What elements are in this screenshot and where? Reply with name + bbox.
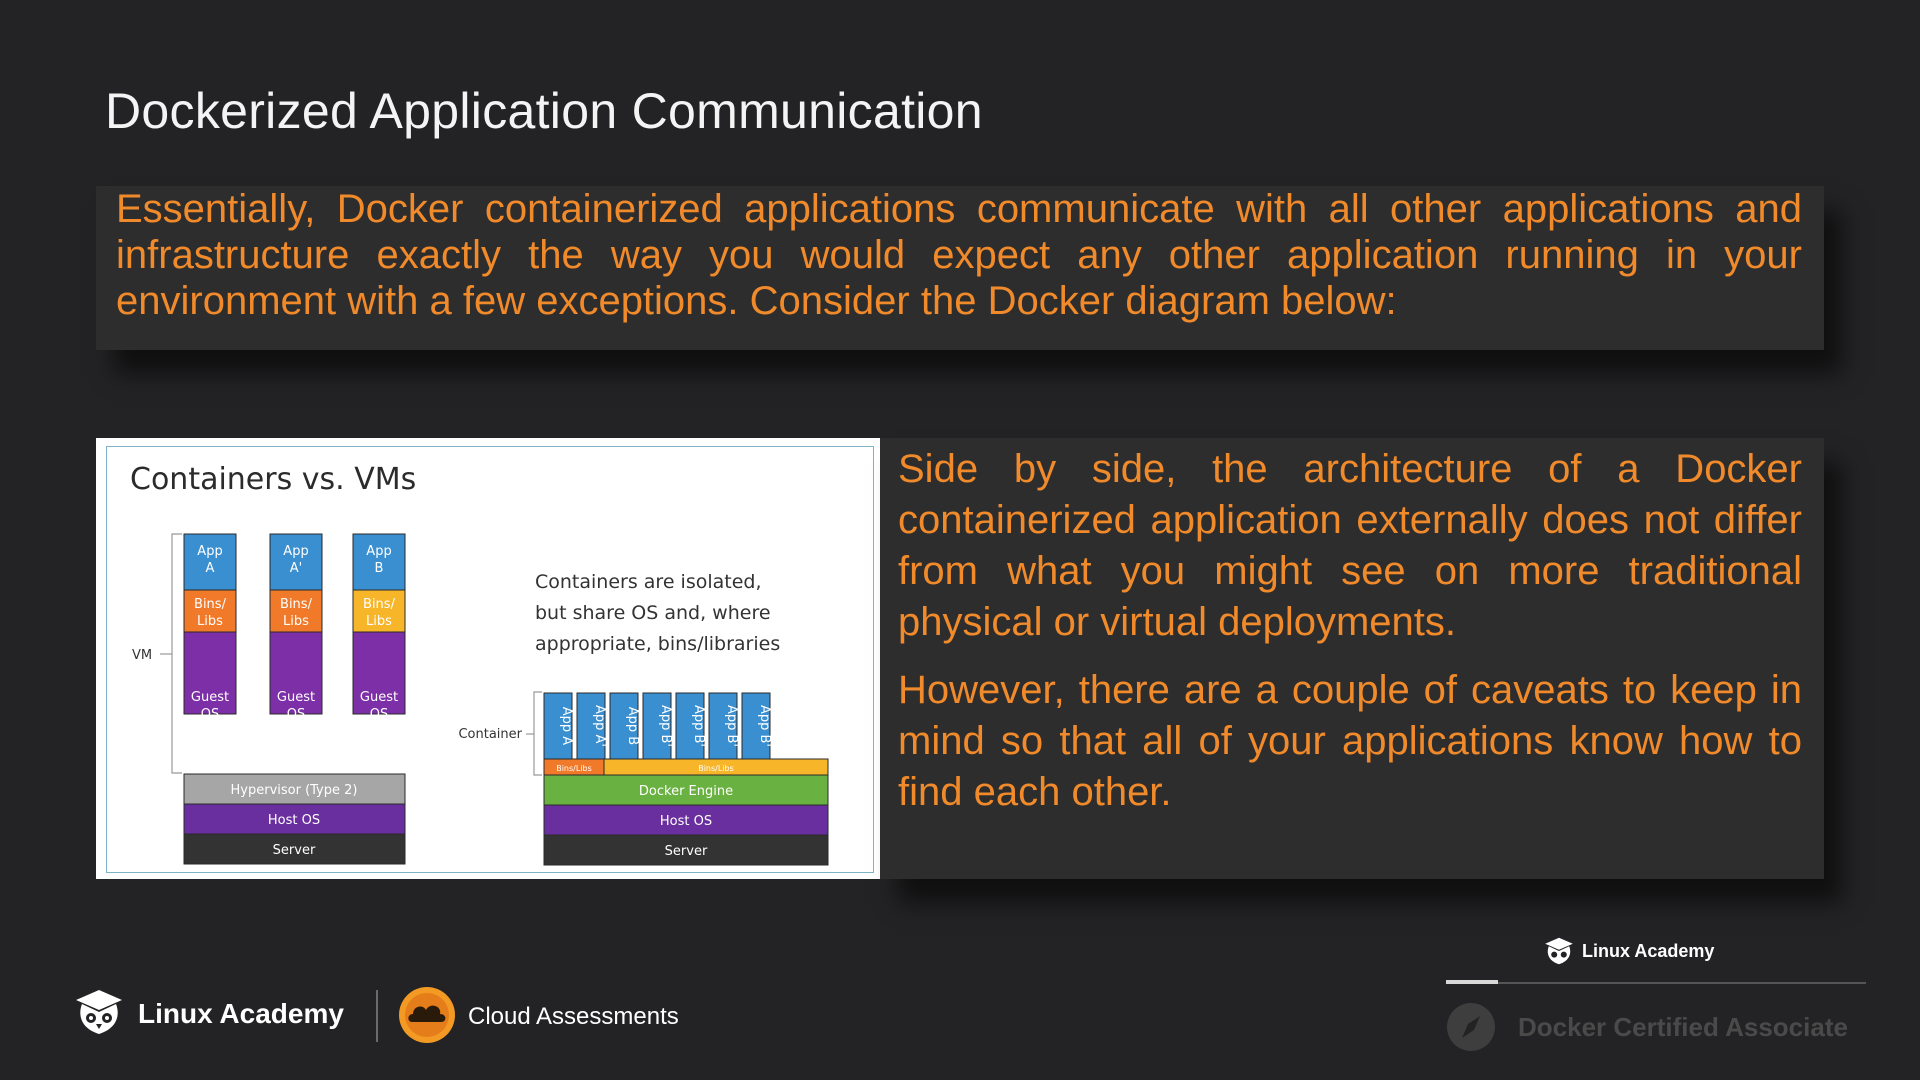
vm-app-label: B [375,561,384,576]
container-app-block [642,692,672,760]
vm-guest-label: OS [287,707,305,722]
container-app-label: App B' [691,705,706,747]
diagram-caption-line: appropriate, bins/libraries [535,633,780,655]
diagram-frame [106,446,874,873]
footer-product: Cloud Assessments [468,1003,679,1030]
vm-guest-os-block [183,631,237,715]
diagram-caption-line: Containers are isolated, [535,571,762,593]
docker-engine-label: Docker Engine [639,784,733,799]
container-app-label: App A' [592,705,607,747]
vm-bins-label: Bins/ [194,597,227,612]
explanation-paragraph-2: However, there are a couple of caveats t… [898,668,1802,814]
vm-guest-label: Guest [360,690,398,705]
vm-label: VM [132,648,152,663]
vm-app-label: App [197,544,222,559]
vm-server-block [183,833,406,865]
container-app-block [609,692,639,760]
nav-progress-track [1446,982,1866,984]
container-bracket [533,691,542,776]
intro-text: Essentially, Docker containerized applic… [116,187,1802,323]
container-app-block [543,692,573,760]
diagram-title: Containers vs. VMs [130,462,416,497]
vm-app-label: App [366,544,391,559]
vm-bins-block [183,589,237,633]
container-app-block [576,692,606,760]
vm-bins-block [352,589,406,633]
vm-guest-os-block [352,631,406,715]
container-app-label: App B' [757,705,772,747]
vm-app-label: A [206,561,215,576]
vm-guest-label: Guest [191,690,229,705]
container-app-label: App B' [724,705,739,747]
cloud-assessments-icon [399,987,455,1043]
compass-icon [1447,1003,1495,1051]
container-app-label: App B [625,707,640,745]
container-server-block [543,834,829,866]
vm-guest-os-block [269,631,323,715]
vm-hypervisor-block [183,773,406,805]
vm-app-label: App [283,544,308,559]
vm-bracket [171,533,182,774]
vm-host-os-label: Host OS [268,813,320,828]
container-server-label: Server [665,844,708,859]
container-app-block [708,692,738,760]
vm-server-label: Server [273,843,316,858]
footer-divider [376,990,378,1042]
nav-progress-indicator [1446,980,1498,984]
vm-bins-label: Bins/ [280,597,313,612]
nav-owl-icon [1545,937,1573,965]
container-app-block [741,692,771,760]
container-host-os-label: Host OS [660,814,712,829]
footer-brand: Linux Academy [138,998,344,1029]
container-host-os-block [543,804,829,836]
vm-app-block [269,533,323,591]
explanation-panel: Side by side, the architecture of a Dock… [880,438,1824,879]
container-app-block [675,692,705,760]
explanation-paragraph-1: Side by side, the architecture of a Dock… [898,447,1802,644]
vm-guest-label: OS [201,707,219,722]
vm-app-block [352,533,406,591]
vm-bins-label: Libs [197,614,223,629]
nav-brand-link[interactable]: Linux Academy [1582,941,1715,961]
container-label: Container [458,727,522,742]
nav-course-title[interactable]: Docker Certified Associate [1518,1012,1848,1042]
vm-bins-label: Libs [366,614,392,629]
slide-title: Dockerized Application Communication [105,83,983,139]
diagram-svg: Containers vs. VMsAppABins/LibsGuestOSAp… [130,462,829,866]
vm-guest-label: Guest [277,690,315,705]
diagram-caption-line: but share OS and, where [535,602,771,624]
vm-guest-label: OS [370,707,388,722]
vm-bins-label: Libs [283,614,309,629]
linux-academy-owl-icon [76,990,122,1034]
vm-host-os-block [183,803,406,835]
vm-app-label: A' [290,561,302,576]
vm-bins-label: Bins/ [363,597,396,612]
container-app-label: App A [559,707,574,746]
intro-panel: Essentially, Docker containerized applic… [96,186,1824,350]
container-bins-right-label: Bins/Libs [698,764,734,773]
container-bins-left-label: Bins/Libs [556,764,592,773]
vm-hypervisor-label: Hypervisor (Type 2) [231,783,358,798]
container-app-label: App B' [658,705,673,747]
